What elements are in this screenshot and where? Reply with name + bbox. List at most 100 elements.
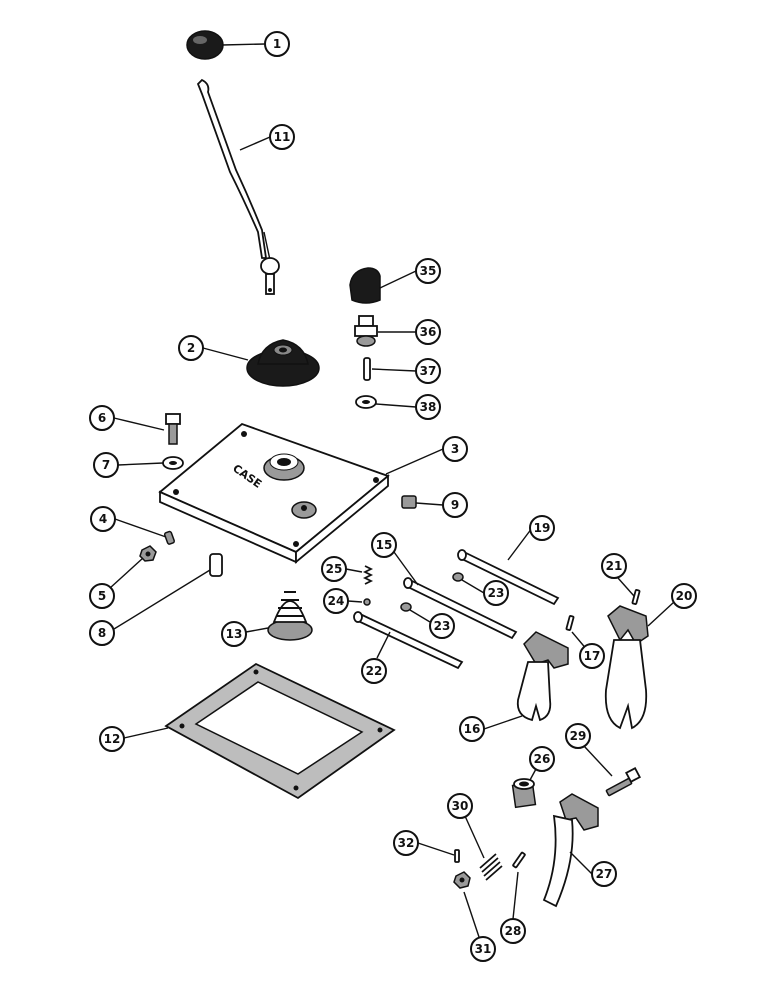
svg-text:9: 9 [451, 498, 459, 512]
nut-part [139, 545, 157, 562]
plunger-part [354, 315, 378, 347]
svg-text:29: 29 [570, 729, 587, 743]
callout-36: 36 [415, 319, 441, 345]
callout-7: 7 [93, 452, 119, 478]
spring-assembly-part [267, 591, 313, 641]
svg-text:30: 30 [452, 799, 469, 813]
nut-31-part [453, 871, 471, 889]
shift-knob-part [186, 30, 224, 60]
callout-21: 21 [601, 553, 627, 579]
svg-text:35: 35 [420, 264, 437, 278]
pin-28-part [512, 851, 526, 869]
pin-21-part [631, 589, 641, 605]
callout-3: 3 [442, 436, 468, 462]
svg-text:11: 11 [274, 130, 291, 144]
shift-fork-16-part [516, 631, 569, 722]
pin-17-part [565, 615, 575, 631]
svg-text:37: 37 [420, 364, 437, 378]
callout-25: 25 [321, 556, 347, 582]
svg-text:27: 27 [596, 867, 613, 881]
callout-15: 15 [371, 532, 397, 558]
callout-9: 9 [442, 492, 468, 518]
svg-text:2: 2 [187, 341, 195, 355]
callout-19: 19 [529, 515, 555, 541]
callout-12: 12 [99, 726, 125, 752]
svg-text:3: 3 [451, 442, 459, 456]
callout-27: 27 [591, 861, 617, 887]
callout-13: 13 [221, 621, 247, 647]
shift-rail-22-part [353, 611, 464, 670]
shift-lever-part [196, 78, 280, 295]
svg-text:5: 5 [98, 589, 106, 603]
svg-text:36: 36 [420, 325, 437, 339]
svg-text:8: 8 [98, 626, 106, 640]
set-screw-part [163, 530, 175, 545]
callout-26: 26 [529, 746, 555, 772]
svg-text:12: 12 [104, 732, 121, 746]
callout-23-upper: 23 [483, 580, 509, 606]
dowel-part [209, 553, 223, 577]
callout-38: 38 [415, 394, 441, 420]
svg-text:13: 13 [226, 627, 243, 641]
svg-text:32: 32 [398, 836, 415, 850]
svg-text:23: 23 [488, 586, 505, 600]
shift-cover-part: CASE [158, 422, 390, 564]
callout-28: 28 [500, 918, 526, 944]
plug-part [401, 495, 417, 509]
bushing-part [511, 778, 537, 809]
leader-lines [109, 43, 675, 938]
washer-7-part [162, 456, 184, 470]
washer-38-part [355, 395, 377, 409]
callout-22: 22 [361, 658, 387, 684]
callout-32: 32 [393, 830, 419, 856]
callout-37: 37 [415, 358, 441, 384]
spring-25-part [362, 565, 374, 585]
shift-rail-19-part [457, 549, 560, 606]
callout-1: 1 [264, 31, 290, 57]
svg-text:19: 19 [534, 521, 551, 535]
svg-text:26: 26 [534, 752, 551, 766]
callout-11: 11 [269, 124, 295, 150]
interlock-plug-a-part [452, 572, 464, 582]
svg-text:16: 16 [464, 722, 481, 736]
shift-fork-27-part [542, 793, 599, 908]
svg-text:24: 24 [328, 594, 345, 608]
svg-text:38: 38 [420, 400, 437, 414]
rubber-boot-part [246, 339, 320, 387]
callout-24: 24 [323, 588, 349, 614]
ball-part [363, 598, 371, 606]
svg-text:4: 4 [99, 512, 107, 526]
callout-30: 30 [447, 793, 473, 819]
callout-6: 6 [89, 405, 115, 431]
svg-text:20: 20 [676, 589, 693, 603]
callout-35: 35 [415, 258, 441, 284]
callout-16: 16 [459, 716, 485, 742]
svg-text:6: 6 [98, 411, 106, 425]
svg-text:25: 25 [326, 562, 343, 576]
svg-text:15: 15 [376, 538, 393, 552]
shift-fork-20-part [604, 605, 649, 730]
svg-text:7: 7 [102, 458, 110, 472]
svg-text:31: 31 [475, 942, 492, 956]
shift-rail-15-part [403, 577, 518, 640]
callout-20: 20 [671, 583, 697, 609]
svg-text:23: 23 [434, 619, 451, 633]
svg-text:1: 1 [273, 37, 281, 51]
callout-23-lower: 23 [429, 613, 455, 639]
svg-text:21: 21 [606, 559, 623, 573]
pin-37-part [363, 357, 371, 381]
spring-30-part [479, 853, 503, 881]
svg-text:22: 22 [366, 664, 383, 678]
gasket-part [164, 662, 396, 800]
bolt-29-part [605, 767, 641, 797]
callout-17: 17 [579, 643, 605, 669]
svg-text:28: 28 [505, 924, 522, 938]
svg-text:17: 17 [584, 649, 601, 663]
callout-29: 29 [565, 723, 591, 749]
bolt-part [165, 413, 181, 445]
interlock-plug-b-part [400, 602, 412, 612]
callout-4: 4 [90, 506, 116, 532]
pin-32-part [454, 849, 460, 863]
callout-8: 8 [89, 620, 115, 646]
